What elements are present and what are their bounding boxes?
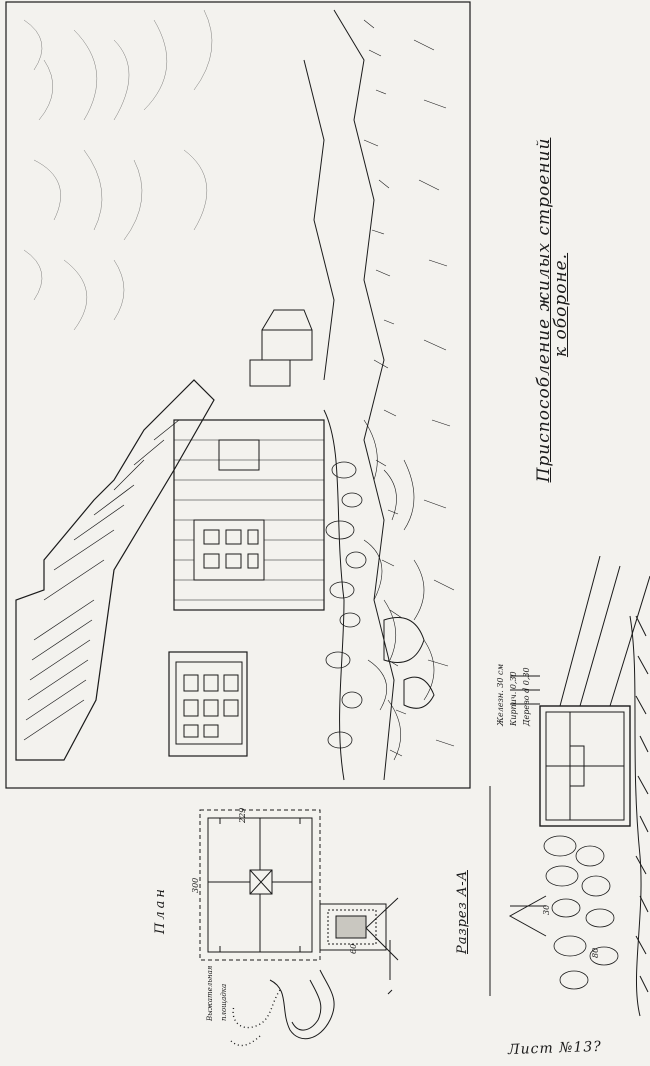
section-legend-brick: Кирпич. 0,30 [509,671,518,726]
sheet-number: Лист №13? [507,1038,603,1059]
sheet-subtitle: к обороне. [551,252,571,358]
section-legend-wood: Дерево d 0,30 [522,667,531,726]
perspective-sketch [4,0,474,792]
section-dimension-30: 30 [542,904,551,915]
site-label-1: Выжательная [206,965,214,1021]
section-legend-iron: Железн. 30 см [496,663,505,726]
floor-plan [160,790,400,1056]
cross-section [450,556,650,1026]
site-label-2: площадка [220,983,228,1021]
section-dimension-80: 80 [591,947,600,958]
plan-bottom-dimension: 60 [349,943,358,954]
plan-label: План [153,886,168,934]
plan-width-dimension: 300 [191,877,200,893]
section-label: Разрез A-A [455,870,470,954]
plan-right-dimension: 229 [238,807,247,823]
